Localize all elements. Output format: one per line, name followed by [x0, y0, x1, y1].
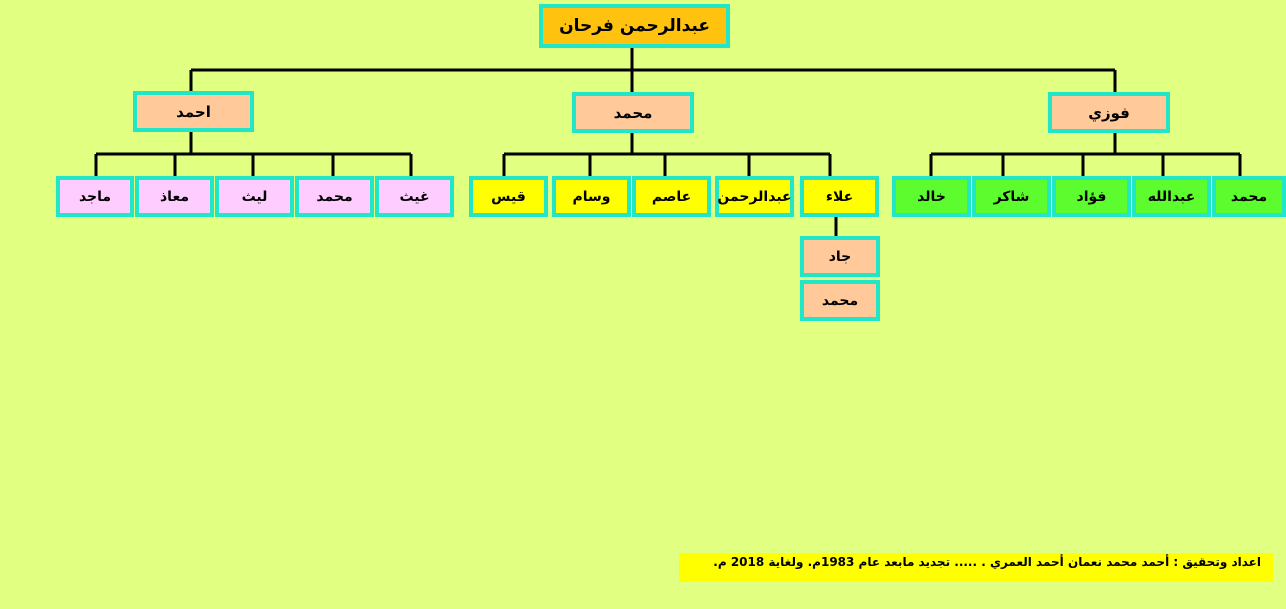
- grandchild-node: محمد: [295, 176, 374, 217]
- grandchild-node: ماجد: [56, 176, 134, 217]
- grandchild-node: غيث: [375, 176, 454, 217]
- great-grandchild-node: جاد: [800, 236, 880, 277]
- grandchild-node: وسام: [552, 176, 631, 217]
- grandchild-node: معاذ: [135, 176, 214, 217]
- great-grandchild-node: محمد: [800, 280, 880, 321]
- grandchild-node: شاكر: [972, 176, 1051, 217]
- grandchild-node: خالد: [892, 176, 971, 217]
- grandchild-node: عاصم: [632, 176, 711, 217]
- son-node-mohammed: محمد: [572, 92, 694, 133]
- grandchild-node: عبدالله: [1132, 176, 1211, 217]
- footer-credit-text: اعداد وتحقيق : أحمد محمد نعمان أحمد العم…: [713, 555, 1261, 569]
- grandchild-node-alaa: علاء: [800, 176, 879, 217]
- grandchild-node: عبدالرحمن: [715, 176, 794, 217]
- grandchild-node: فؤاد: [1052, 176, 1131, 217]
- grandchild-node: محمد: [1212, 176, 1286, 217]
- root-node: عبدالرحمن فرحان: [539, 4, 730, 48]
- footer-credit: اعداد وتحقيق : أحمد محمد نعمان أحمد العم…: [679, 553, 1273, 582]
- son-node-ahmed: احمد: [133, 91, 254, 132]
- son-node-fawzi: فوزي: [1048, 92, 1170, 133]
- grandchild-node: ليث: [215, 176, 294, 217]
- grandchild-node: قيس: [469, 176, 548, 217]
